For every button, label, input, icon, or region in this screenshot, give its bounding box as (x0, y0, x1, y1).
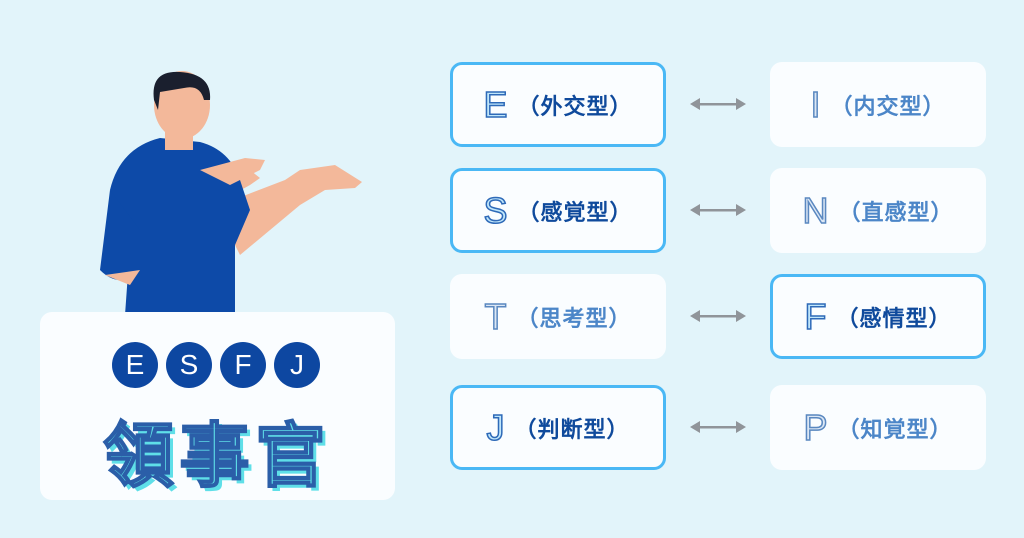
trait-card-t: T （思考型） (450, 274, 666, 359)
double-arrow-icon (690, 310, 746, 322)
trait-card-p: P （知覚型） (770, 385, 986, 470)
trait-card-i: I （内交型） (770, 62, 986, 147)
trait-letter: N (802, 189, 830, 232)
type-summary-card: E S F J 領事官 (40, 312, 395, 500)
trait-label: （感情型） (836, 306, 952, 332)
trait-card-j: J （判断型） (450, 385, 666, 470)
trait-letter: I (810, 83, 822, 126)
trait-label: （外交型） (517, 94, 633, 120)
trait-letter: F (804, 295, 828, 338)
type-letter-badge: S (166, 342, 212, 388)
type-name: 領事官 (103, 414, 332, 498)
trait-letter: J (486, 406, 506, 449)
trait-label: （感覚型） (517, 200, 633, 226)
trait-letter: E (483, 83, 509, 126)
trait-card-n: N （直感型） (770, 168, 986, 253)
trait-letter: P (803, 406, 829, 449)
trait-letter: S (483, 189, 509, 232)
trait-label: （判断型） (514, 417, 630, 443)
type-letters: E S F J (112, 342, 320, 388)
double-arrow-icon (690, 98, 746, 110)
trait-label: （内交型） (830, 94, 946, 120)
trait-label: （直感型） (838, 200, 954, 226)
trait-card-f: F （感情型） (770, 274, 986, 359)
double-arrow-icon (690, 421, 746, 433)
type-letter-badge: E (112, 342, 158, 388)
trait-card-e: E （外交型） (450, 62, 666, 147)
trait-card-s: S （感覚型） (450, 168, 666, 253)
type-letter-badge: F (220, 342, 266, 388)
person-illustration (100, 71, 362, 315)
trait-letter: T (484, 295, 508, 338)
trait-label: （知覚型） (837, 417, 953, 443)
double-arrow-icon (690, 204, 746, 216)
type-letter-badge: J (274, 342, 320, 388)
trait-label: （思考型） (516, 306, 632, 332)
